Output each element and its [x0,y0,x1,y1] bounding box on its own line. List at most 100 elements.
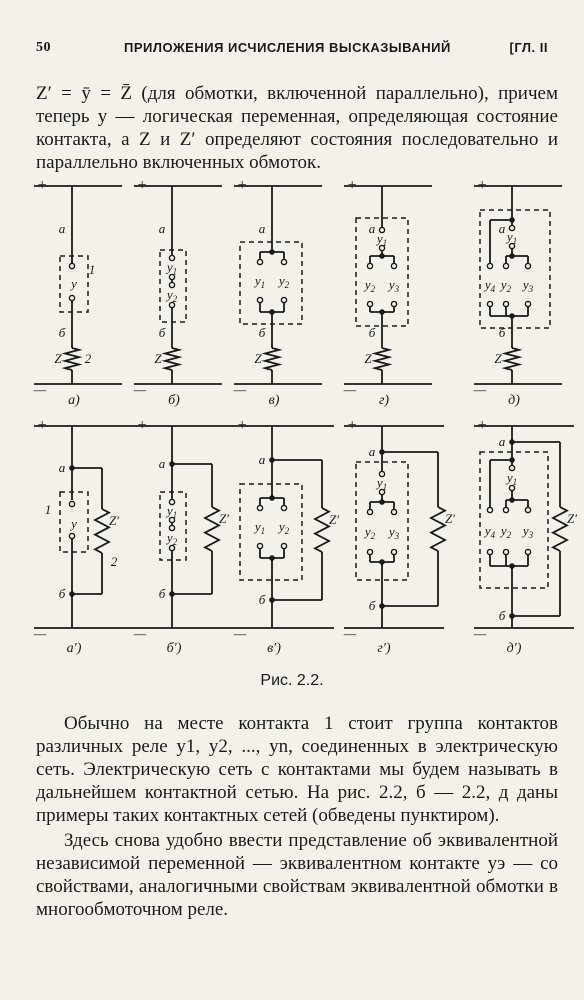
coil-zigzag [371,347,393,371]
contact-index: 1 [513,236,518,246]
plus-sign: + [347,177,358,194]
contact-letter: y [387,277,395,292]
contact-label: y1 [375,475,387,492]
node-b-label: б [259,325,266,340]
contact-number: 1 [89,262,96,277]
node-b-label: б [369,598,376,613]
contact-label: y2 [165,287,178,304]
coil-label: Z [54,351,62,366]
contact-terminal [168,254,176,262]
contact-index: 2 [173,294,178,304]
contact-terminal [502,506,510,514]
dashed-box [59,491,89,553]
contact-terminal [280,258,288,266]
contact-index: 4 [491,284,496,294]
contact-label: y3 [521,523,534,540]
intro-paragraph: Z′ = ȳ = Z̄ (для обмотки, включенной пар… [36,82,558,174]
contact-terminal [390,508,398,516]
panel-label: д′) [507,641,522,656]
contact-index: 1 [383,482,388,492]
coil-label: Z [154,351,162,366]
node-b-label: б [499,608,506,623]
contact-index: 2 [285,526,290,536]
contact-label: y4 [483,277,496,294]
minus-sign: — [343,383,357,398]
plus-sign: + [37,417,48,434]
node-a-label: а [159,456,166,471]
minus-sign: — [473,627,487,642]
dashed-box [239,483,303,581]
minus-sign: — [133,627,147,642]
node-b-label: б [159,586,166,601]
contact-index: 1 [173,267,178,277]
contact-label: y2 [277,519,290,536]
coil-label: Z′ [567,511,577,526]
contact-letter: y [499,523,507,538]
contact-index: 4 [491,530,496,540]
contact-letter: y [505,229,513,244]
coil-label: Z′ [329,512,339,527]
contact-terminal [366,508,374,516]
contact-terminal [390,262,398,270]
node-b-label: б [59,586,66,601]
contact-terminal [524,262,532,270]
minus-sign: — [33,383,47,398]
node-a-label: а [369,444,376,459]
minus-sign: — [343,627,357,642]
contact-label: y2 [165,530,178,547]
panel-label: б′) [167,641,182,656]
coil-zigzag [61,347,83,371]
contact-index: 3 [528,284,534,294]
node-a-label: а [59,221,66,236]
contact-letter: y [387,524,395,539]
contact-index: 1 [261,280,266,290]
contact-label: y2 [499,277,512,294]
contact-index: 1 [261,526,266,536]
contact-label: y1 [253,273,265,290]
coil-number: 2 [111,554,118,569]
minus-sign: — [33,627,47,642]
contact-terminal [486,262,494,270]
panel-label: в′) [267,641,281,656]
contact-index: 2 [173,537,178,547]
contact-y: y [69,276,77,291]
contact-letter: y [521,523,529,538]
dashed-box [239,241,303,325]
contact-letter: y [253,273,261,288]
plus-sign: + [237,177,248,194]
coil-label: Z [364,351,372,366]
contact-terminal [378,470,386,478]
contact-index: 2 [371,531,376,541]
page-header: 50 ПРИЛОЖЕНИЯ ИСЧИСЛЕНИЯ ВЫСКАЗЫВАНИЙ [Г… [36,40,548,62]
coil-label: Z [254,351,262,366]
dashed-box [355,461,409,581]
contact-y: y [69,516,77,531]
dashed-box [479,209,551,329]
contact-letter: y [253,519,261,534]
running-title: ПРИЛОЖЕНИЯ ИСЧИСЛЕНИЯ ВЫСКАЗЫВАНИЙ [124,40,451,55]
coil-label: Z′ [109,513,119,528]
contact-index: 3 [394,284,400,294]
coil-zigzag [161,347,183,371]
plus-sign: + [137,177,148,194]
contact-number: 1 [45,502,52,517]
contact-index: 2 [371,284,376,294]
contact-label: y1 [165,260,177,277]
coil-label: Z [494,351,502,366]
plus-sign: + [347,417,358,434]
contact-terminal [68,532,76,540]
plus-sign: + [37,177,48,194]
contact-letter: y [505,470,513,485]
contact-label: y1 [505,229,517,246]
coil-label: Z′ [219,511,229,526]
panel-label: г′) [377,641,391,656]
contact-terminal [366,300,374,308]
contact-index: 3 [528,530,534,540]
node-b-label: б [369,325,376,340]
contact-letter: y [277,519,285,534]
contact-letter: y [165,287,173,302]
panel-label: г) [379,393,389,408]
contact-terminal [68,500,76,508]
contact-letter: y [165,503,173,518]
node-b-label: б [159,325,166,340]
